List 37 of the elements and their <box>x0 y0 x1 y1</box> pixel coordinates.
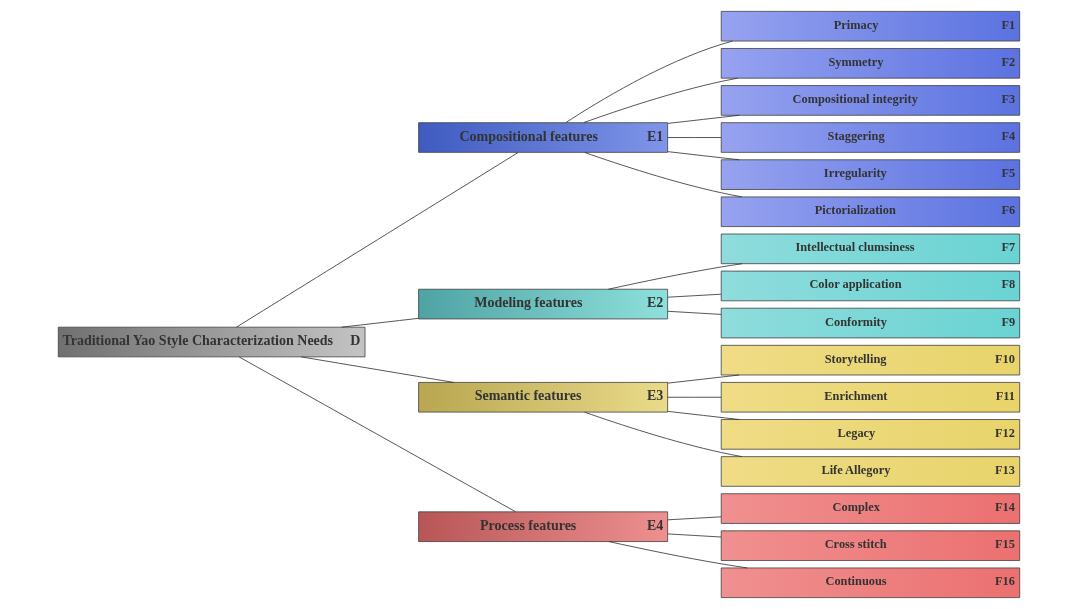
connector <box>582 77 738 123</box>
node-box: Staggering F4 <box>720 122 1020 153</box>
node-box: Modeling features E2 <box>417 288 668 320</box>
connector <box>666 533 722 538</box>
connector <box>235 152 519 328</box>
node-box: Legacy F12 <box>720 419 1020 450</box>
connector <box>666 151 740 161</box>
node-box: Intellectual clumsiness F7 <box>720 233 1020 265</box>
connector <box>666 310 722 315</box>
connector <box>666 114 740 124</box>
node-box: Symmetry F2 <box>720 48 1020 79</box>
node-box: Primacy F1 <box>720 10 1020 42</box>
node-box: Complex F14 <box>720 493 1020 524</box>
node-box: Traditional Yao Style Characterization Needs D <box>57 326 365 358</box>
node-box: Compositional integrity F3 <box>720 85 1020 116</box>
node-box: Enrichment F11 <box>720 382 1020 413</box>
node-box: Compositional features E1 <box>417 122 668 153</box>
connector <box>565 40 733 123</box>
connector <box>238 356 516 513</box>
connector <box>666 137 722 138</box>
node-box: Semantic features E3 <box>417 382 668 413</box>
connector <box>666 374 740 384</box>
connector <box>300 356 454 383</box>
node-box: Pictorialization F6 <box>720 196 1020 227</box>
connector <box>340 317 419 328</box>
connector <box>666 516 722 521</box>
node-box: Continuous F16 <box>720 567 1020 599</box>
node-box: Conformity F9 <box>720 307 1020 339</box>
node-box: Irregularity F5 <box>720 159 1020 190</box>
node-box: Color application F8 <box>720 270 1020 302</box>
node-box: Storytelling F10 <box>720 344 1020 376</box>
node-box: Cross stitch F15 <box>720 530 1020 561</box>
node-box: Process features E4 <box>417 511 668 542</box>
connector <box>666 293 722 298</box>
connector <box>666 396 722 398</box>
node-box: Life Allegory F13 <box>720 456 1020 487</box>
connector <box>666 410 740 420</box>
